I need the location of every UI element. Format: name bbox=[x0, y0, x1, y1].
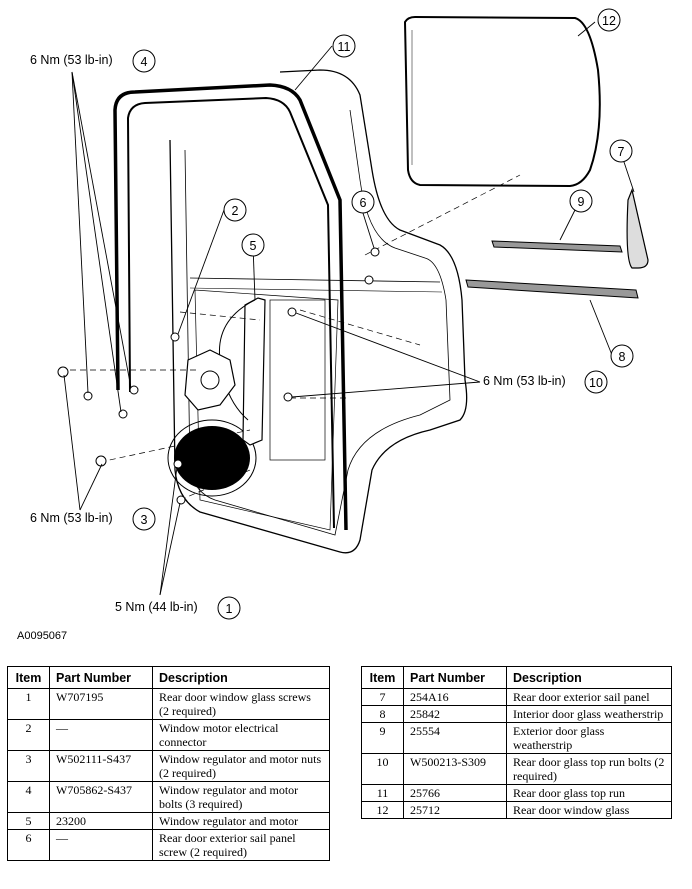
description-cell: Window regulator and motor bolts (3 requ… bbox=[152, 781, 330, 813]
callout-2: 2 bbox=[232, 204, 239, 218]
description-cell: Window regulator and motor bbox=[152, 812, 330, 830]
table-header-row: Item Part Number Description bbox=[7, 666, 330, 689]
item-cell: 1 bbox=[7, 688, 50, 720]
exploded-door-diagram bbox=[57, 15, 649, 596]
door-inner-edge bbox=[184, 109, 451, 536]
item-cell: 6 bbox=[7, 829, 50, 861]
callout-5: 5 bbox=[250, 239, 257, 253]
part-number-cell: 25554 bbox=[403, 722, 507, 754]
callout-9: 9 bbox=[578, 195, 585, 209]
part-number-cell: W502111-S437 bbox=[49, 750, 153, 782]
door-shell bbox=[169, 69, 468, 554]
door-belt-line-2 bbox=[189, 287, 443, 293]
exterior-weatherstrip bbox=[491, 240, 623, 253]
item-cell: 9 bbox=[361, 722, 404, 754]
description-cell: Rear door window glass screws (2 require… bbox=[152, 688, 330, 720]
callout-3: 3 bbox=[141, 513, 148, 527]
item-cell: 5 bbox=[7, 812, 50, 830]
description-cell: Interior door glass weatherstrip bbox=[506, 705, 672, 723]
callout-6: 6 bbox=[360, 196, 367, 210]
header-item: Item bbox=[361, 666, 404, 689]
callout-12: 12 bbox=[602, 14, 616, 28]
part-number-cell: W707195 bbox=[49, 688, 153, 720]
item-cell: 10 bbox=[361, 753, 404, 785]
part-number-cell: 23200 bbox=[49, 812, 153, 830]
header-description: Description bbox=[152, 666, 330, 689]
item-cell: 11 bbox=[361, 784, 404, 802]
access-hole bbox=[269, 299, 326, 461]
item-cell: 4 bbox=[7, 781, 50, 813]
part-number-cell: — bbox=[49, 719, 153, 751]
item-cell: 2 bbox=[7, 719, 50, 751]
part-number-cell: W500213-S309 bbox=[403, 753, 507, 785]
speaker-ring bbox=[167, 419, 257, 497]
part-number-cell: 25766 bbox=[403, 784, 507, 802]
part-number-cell: — bbox=[49, 829, 153, 861]
torque-label-10: 6 Nm (53 lb-in) bbox=[483, 374, 566, 388]
description-cell: Window motor electrical connector bbox=[152, 719, 330, 751]
callout-11: 11 bbox=[338, 40, 351, 54]
callout-10: 10 bbox=[589, 376, 603, 390]
description-cell: Rear door window glass bbox=[506, 801, 672, 819]
header-part-number: Part Number bbox=[403, 666, 507, 689]
callout-1: 1 bbox=[226, 602, 233, 616]
part-number-cell: 25842 bbox=[403, 705, 507, 723]
item-cell: 12 bbox=[361, 801, 404, 819]
callout-8: 8 bbox=[619, 350, 626, 364]
table-row: 2—Window motor electrical connector bbox=[7, 719, 330, 751]
torque-label-3: 6 Nm (53 lb-in) bbox=[30, 511, 113, 525]
door-belt-line bbox=[189, 277, 441, 283]
callout-circles: 4 11 12 7 2 5 6 9 8 10 3 1 bbox=[132, 8, 634, 620]
window-motor bbox=[184, 349, 236, 411]
part-number-cell: 254A16 bbox=[403, 688, 507, 706]
interior-weatherstrip bbox=[465, 279, 639, 299]
figure-id: A0095067 bbox=[17, 630, 68, 642]
callout-7: 7 bbox=[618, 145, 625, 159]
description-cell: Exterior door glass weatherstrip bbox=[506, 722, 672, 754]
top-run-inner bbox=[126, 96, 335, 529]
torque-label-4: 6 Nm (53 lb-in) bbox=[30, 53, 113, 67]
header-part-number: Part Number bbox=[49, 666, 153, 689]
description-cell: Rear door glass top run bolts (2 require… bbox=[506, 753, 672, 785]
description-cell: Rear door exterior sail panel bbox=[506, 688, 672, 706]
callout-4: 4 bbox=[141, 55, 148, 69]
part-number-cell: W705862-S437 bbox=[49, 781, 153, 813]
description-cell: Rear door exterior sail panel screw (2 r… bbox=[152, 829, 330, 861]
item-cell: 7 bbox=[361, 688, 404, 706]
regulator-rail bbox=[242, 297, 266, 446]
table-row: 6—Rear door exterior sail panel screw (2… bbox=[7, 829, 330, 861]
sail-panel bbox=[626, 187, 649, 269]
part-number-cell: 25712 bbox=[403, 801, 507, 819]
window-glass bbox=[403, 15, 601, 188]
table-header-row: Item Part Number Description bbox=[361, 666, 672, 689]
item-cell: 8 bbox=[361, 705, 404, 723]
description-cell: Window regulator and motor nuts (2 requi… bbox=[152, 750, 330, 782]
item-cell: 3 bbox=[7, 750, 50, 782]
torque-label-1: 5 Nm (44 lb-in) bbox=[115, 600, 198, 614]
top-run-outer bbox=[113, 83, 348, 531]
callouts: 4 11 12 7 2 5 6 9 8 10 3 1 bbox=[132, 8, 634, 620]
header-item: Item bbox=[7, 666, 50, 689]
description-cell: Rear door glass top run bbox=[506, 784, 672, 802]
header-description: Description bbox=[506, 666, 672, 689]
